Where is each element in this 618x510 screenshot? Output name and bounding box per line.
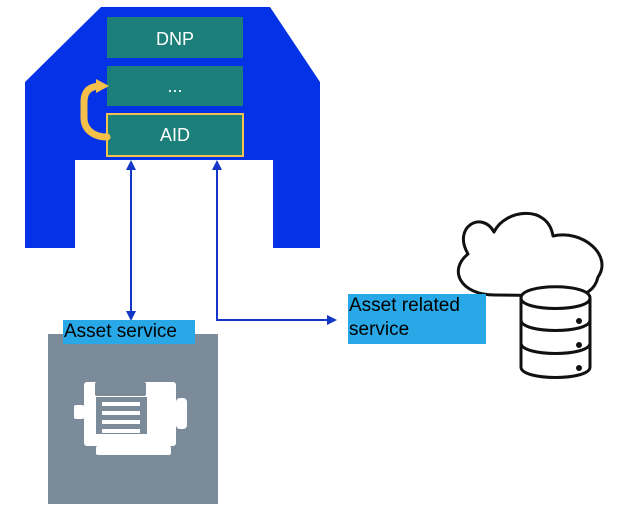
asset-related-service-connector [212,160,337,325]
layer-dnp-label: DNP [156,29,194,49]
database-icon [519,285,592,379]
cycle-arrow-icon [80,79,111,141]
layer-aid: AID [106,113,244,157]
cloud-icon [456,212,604,298]
motor-icon [74,382,187,455]
layer-dnp: DNP [107,17,243,58]
layer-aid-label: AID [160,125,190,145]
asset-related-service-label: Asset related service [348,294,486,344]
asset-service-label: Asset service [63,320,195,344]
layer-middle-label: ... [167,76,182,96]
layer-middle: ... [107,66,243,106]
